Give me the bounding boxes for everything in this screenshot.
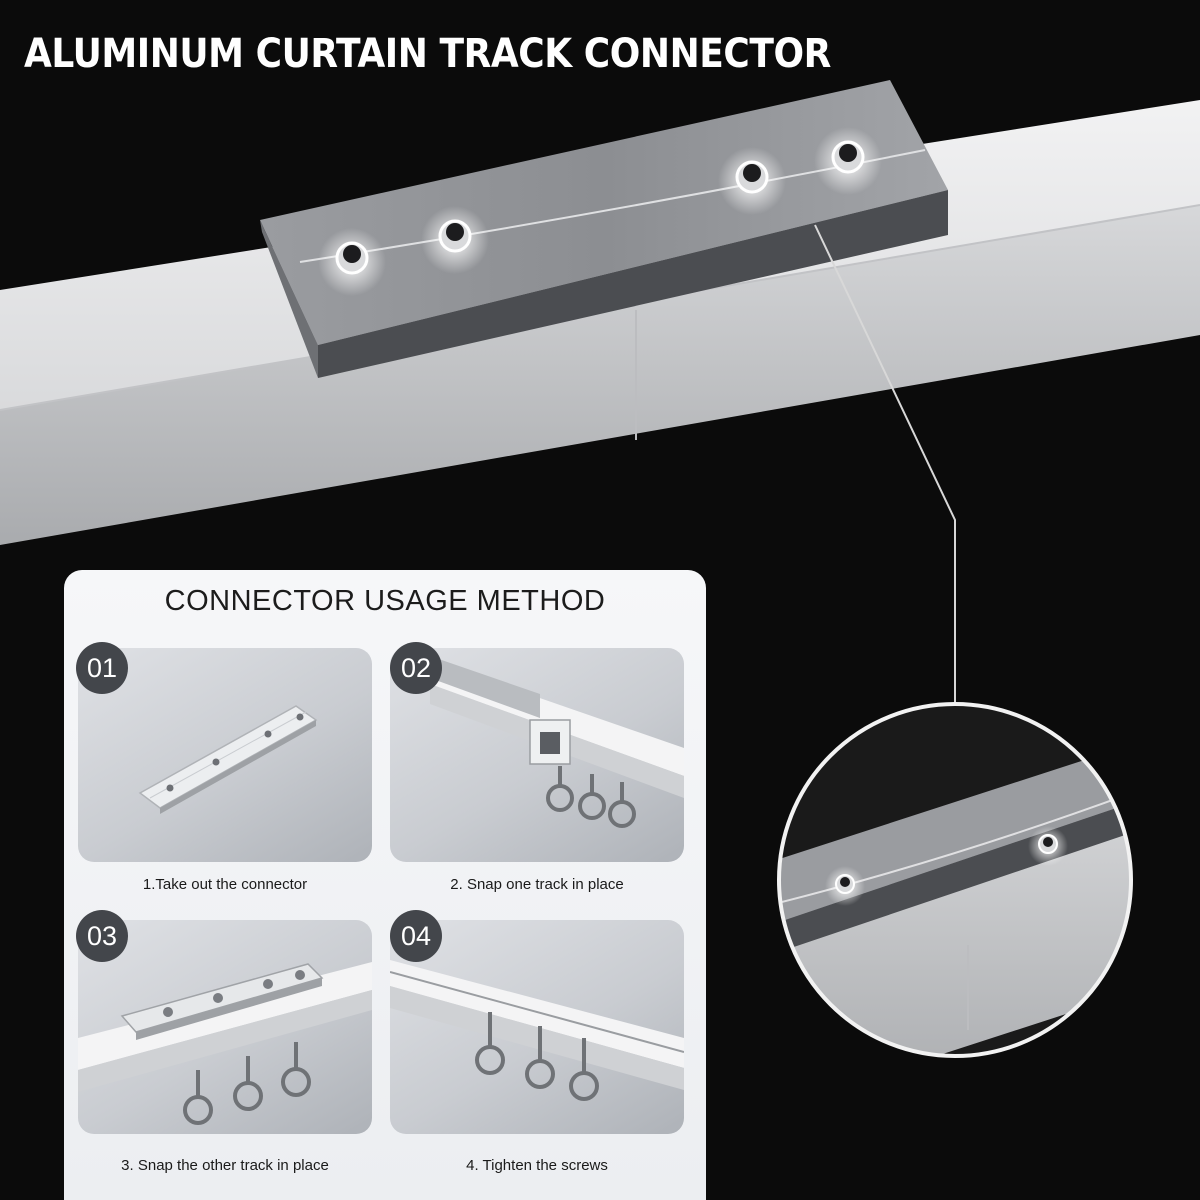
roller-hook-icon — [546, 766, 636, 828]
magnifier-circle — [777, 702, 1133, 1058]
screw-icon — [421, 206, 489, 274]
step-1-image — [78, 648, 372, 862]
step-4-image — [390, 920, 684, 1134]
step-3-caption: 3. Snap the other track in place — [121, 1157, 329, 1174]
connector-part-icon — [120, 963, 324, 1040]
step-3-badge: 03 — [76, 910, 128, 962]
screw-icon — [814, 127, 882, 195]
step-2-caption: 2. Snap one track in place — [450, 876, 624, 893]
callout-leader-line — [814, 224, 956, 705]
step-2-badge: 02 — [390, 642, 442, 694]
roller-hook-icon — [475, 1012, 599, 1101]
step-4-caption: 4. Tighten the screws — [466, 1157, 608, 1174]
track-icon — [390, 960, 684, 1090]
screw-icon — [318, 228, 386, 296]
usage-heading: CONNECTOR USAGE METHOD — [164, 585, 606, 617]
step-2-image — [390, 648, 684, 862]
page-title: ALUMINUM CURTAIN TRACK CONNECTOR — [24, 31, 831, 77]
roller-hook-icon — [183, 1042, 311, 1125]
connector-plate — [260, 80, 948, 378]
track-icon — [78, 962, 372, 1092]
step-1-badge: 01 — [76, 642, 128, 694]
track-icon — [430, 656, 684, 798]
screw-icon — [718, 147, 786, 215]
connector-part-icon — [138, 705, 318, 814]
step-4-badge: 04 — [390, 910, 442, 962]
usage-card: CONNECTOR USAGE METHOD 01 1.Take out the… — [64, 570, 706, 1200]
step-1-caption: 1.Take out the connector — [142, 876, 308, 893]
step-3-image — [78, 920, 372, 1134]
